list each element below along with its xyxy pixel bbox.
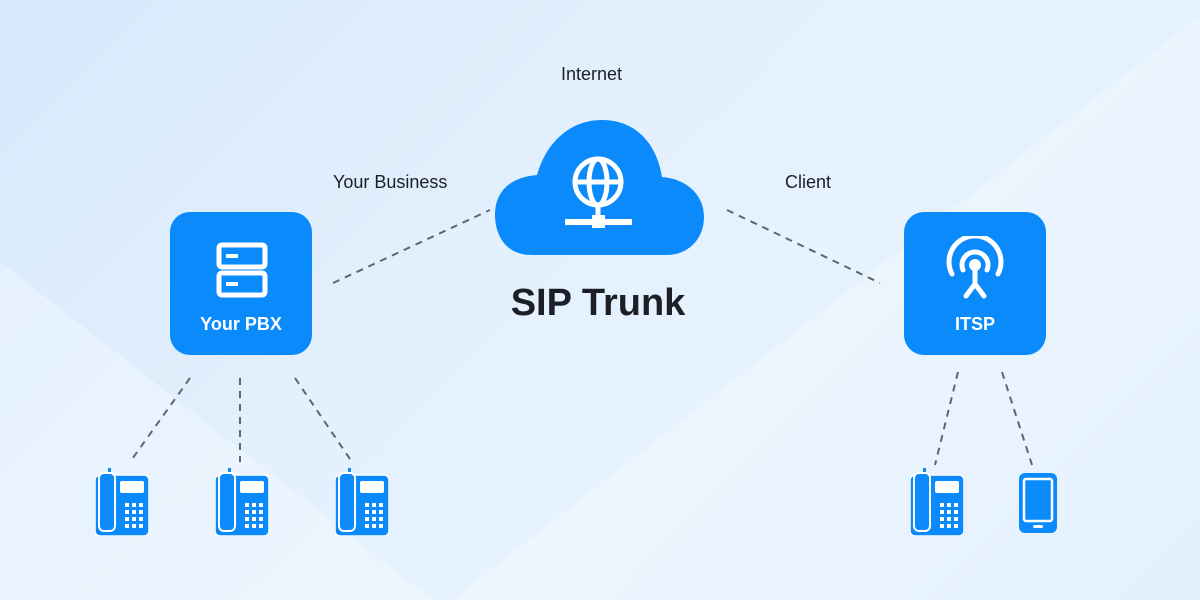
desk-phone-icon <box>95 468 149 536</box>
internet-label: Internet <box>561 64 623 84</box>
sip-trunk-title: SIP Trunk <box>510 282 686 324</box>
pbx-node: Your PBX <box>170 212 312 355</box>
desk-phone-icon <box>335 468 389 536</box>
itsp-node: ITSP <box>904 212 1046 355</box>
mobile-phone-icon <box>1019 473 1057 533</box>
pbx-phone3-line <box>294 377 353 463</box>
your-business-label: Your Business <box>333 172 448 192</box>
cloud-icon <box>495 120 704 255</box>
itsp-phone-line <box>934 371 959 466</box>
cloud-itsp-line <box>726 209 881 284</box>
desk-phone-icon <box>215 468 269 536</box>
pbx-phone1-line <box>129 377 191 463</box>
server-icon <box>216 242 268 298</box>
desk-phone-icon <box>910 468 964 536</box>
pbx-cloud-line <box>332 209 491 284</box>
client-label: Client <box>785 172 832 192</box>
pbx-label: Your PBX <box>200 314 282 334</box>
itsp-label: ITSP <box>954 314 995 334</box>
antenna-icon <box>946 236 1004 299</box>
itsp-mobile-line <box>1001 371 1033 466</box>
